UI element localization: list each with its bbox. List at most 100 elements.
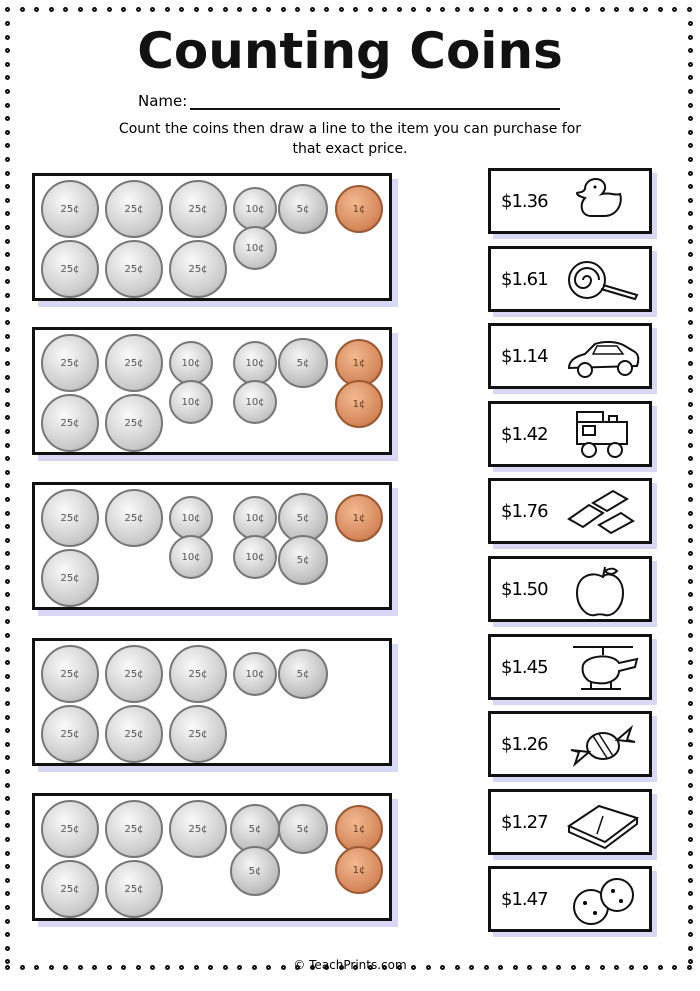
border-dot xyxy=(688,741,693,747)
border-dot xyxy=(5,225,10,230)
border-dot xyxy=(5,306,10,312)
border-dot xyxy=(222,965,228,970)
border-dot xyxy=(5,429,10,434)
price-item-candy[interactable]: $1.26 xyxy=(488,711,652,778)
border-dot xyxy=(688,48,693,54)
border-dot xyxy=(338,7,344,12)
price-label: $1.61 xyxy=(501,268,549,290)
price-item-toy-car[interactable]: $1.14 xyxy=(488,323,652,390)
border-dot xyxy=(5,578,10,584)
dime-coin: 10¢ xyxy=(169,496,213,540)
border-dot xyxy=(541,7,547,12)
border-dot xyxy=(570,7,576,12)
price-item-lollipop[interactable]: $1.61 xyxy=(488,245,652,312)
price-item-chocolate[interactable]: $1.76 xyxy=(488,478,652,545)
border-dot xyxy=(5,34,10,40)
border-dot xyxy=(5,660,10,666)
border-dot xyxy=(688,265,693,271)
border-dot xyxy=(92,965,97,970)
dime-coin: 10¢ xyxy=(233,652,277,696)
border-dot xyxy=(179,7,184,12)
border-dot xyxy=(251,7,257,12)
border-dot xyxy=(5,823,10,829)
border-dot xyxy=(688,701,693,706)
price-item-rubber-duck[interactable]: $1.36 xyxy=(488,168,652,234)
border-dot xyxy=(614,965,619,970)
quarter-coin: 25¢ xyxy=(41,394,99,452)
price-item-apple[interactable]: $1.50 xyxy=(488,556,652,622)
border-dot xyxy=(599,965,605,970)
nickel-coin: 5¢ xyxy=(278,804,328,854)
border-dot xyxy=(688,184,693,190)
border-dot xyxy=(556,965,561,970)
border-dot xyxy=(237,7,242,12)
border-dot xyxy=(527,965,532,970)
border-dot xyxy=(164,965,170,970)
border-dot xyxy=(34,7,39,12)
price-item-cookies[interactable]: $1.47 xyxy=(488,866,652,933)
border-dot xyxy=(135,7,141,12)
border-dot xyxy=(193,965,199,970)
border-dot xyxy=(643,965,648,970)
name-label: Name: xyxy=(138,92,188,110)
quarter-coin: 25¢ xyxy=(41,489,99,547)
border-dot xyxy=(688,415,693,421)
border-dot xyxy=(688,578,693,584)
lollipop-icon xyxy=(568,260,639,300)
border-dot xyxy=(106,965,112,970)
price-item-book[interactable]: $1.27 xyxy=(488,788,652,855)
border-dot xyxy=(672,965,677,970)
border-dot xyxy=(688,456,693,462)
border-dot xyxy=(5,497,10,502)
name-field[interactable] xyxy=(190,108,560,110)
border-dot xyxy=(5,401,10,407)
coin-group-box[interactable]: 25¢25¢25¢10¢5¢1¢10¢25¢25¢25¢ xyxy=(32,173,392,301)
border-dot xyxy=(643,7,648,12)
footer-copyright: © TeachPrints.com xyxy=(293,958,407,972)
border-dot xyxy=(688,592,693,598)
border-dot xyxy=(688,320,693,326)
border-dot xyxy=(688,945,693,951)
coin-group-box[interactable]: 25¢25¢25¢5¢5¢1¢5¢1¢25¢25¢ xyxy=(32,793,392,921)
quarter-coin: 25¢ xyxy=(105,334,163,392)
quarter-coin: 25¢ xyxy=(169,705,227,763)
border-dot xyxy=(498,965,503,970)
border-dot xyxy=(5,701,10,706)
border-dot xyxy=(5,388,10,394)
rubber-duck-icon xyxy=(575,177,622,217)
border-dot xyxy=(5,537,10,543)
coin-group-box[interactable]: 25¢25¢10¢10¢5¢1¢10¢10¢1¢25¢25¢ xyxy=(32,327,392,455)
border-dot xyxy=(688,782,693,788)
border-dot xyxy=(121,965,126,970)
border-dot xyxy=(92,7,97,12)
border-dot xyxy=(5,143,10,149)
coin-group-box[interactable]: 25¢25¢10¢10¢5¢1¢10¢10¢5¢25¢ xyxy=(32,482,392,610)
border-dot xyxy=(5,714,10,720)
price-item-helicopter[interactable]: $1.45 xyxy=(488,633,652,700)
border-dot xyxy=(5,184,10,190)
page-title: Counting Coins xyxy=(137,22,563,80)
quarter-coin: 25¢ xyxy=(105,180,163,238)
quarter-coin: 25¢ xyxy=(105,645,163,703)
border-dot xyxy=(657,7,663,12)
border-dot xyxy=(688,225,693,230)
border-dot xyxy=(688,864,693,870)
border-dot xyxy=(686,7,692,12)
border-dot xyxy=(5,551,10,557)
price-item-toy-train[interactable]: $1.42 xyxy=(488,400,652,467)
border-dot xyxy=(280,965,286,970)
penny-coin: 1¢ xyxy=(335,494,383,542)
border-dot xyxy=(5,809,10,815)
instructions: Count the coins then draw a line to the … xyxy=(118,121,582,157)
border-dot xyxy=(686,965,692,970)
quarter-coin: 25¢ xyxy=(41,549,99,607)
coin-group-box[interactable]: 25¢25¢25¢10¢5¢25¢25¢25¢ xyxy=(32,638,392,766)
nickel-coin: 5¢ xyxy=(230,804,280,854)
border-dot xyxy=(688,306,693,312)
border-dot xyxy=(688,442,693,448)
border-dot xyxy=(440,7,445,12)
border-dot xyxy=(5,728,10,734)
border-dot xyxy=(688,809,693,815)
border-dot xyxy=(63,7,68,12)
border-dot xyxy=(425,7,431,12)
